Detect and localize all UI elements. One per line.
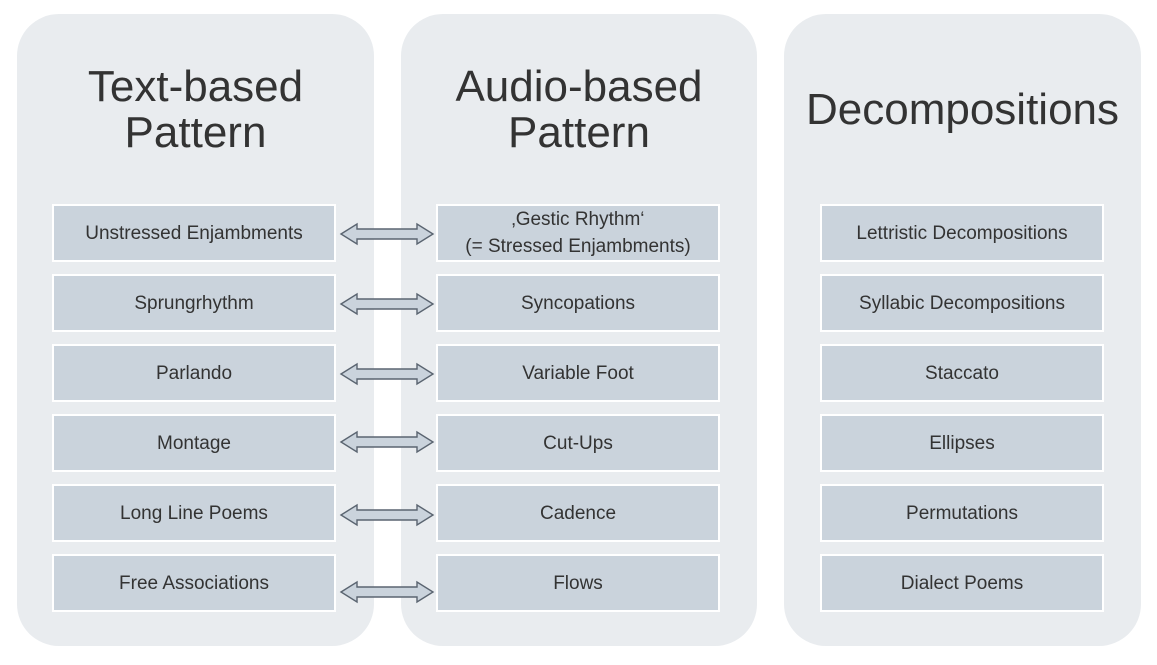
pattern-box-line: Variable Foot	[522, 362, 634, 384]
pattern-box: ‚Gestic Rhythm‘ (= Stressed Enjambments)	[436, 204, 720, 262]
pattern-box: Lettristic Decompositions	[820, 204, 1104, 262]
pattern-box-line: Ellipses	[929, 432, 995, 454]
double-headed-arrow-icon	[339, 222, 435, 246]
pattern-box: Syncopations	[436, 274, 720, 332]
pattern-box-line: Dialect Poems	[900, 572, 1024, 594]
pattern-box: Cut-Ups	[436, 414, 720, 472]
pattern-box-line: Staccato	[925, 362, 999, 384]
double-headed-arrow-icon	[339, 503, 435, 527]
double-headed-arrow-icon	[339, 580, 435, 604]
pattern-box: Unstressed Enjambments	[52, 204, 336, 262]
pattern-box-line: Sprungrhythm	[134, 292, 254, 314]
pattern-box-line: Long Line Poems	[120, 502, 268, 524]
pattern-box-line: Flows	[553, 572, 603, 594]
pattern-box-line: Unstressed Enjambments	[85, 222, 303, 244]
pattern-box: Flows	[436, 554, 720, 612]
pattern-box-line: Cut-Ups	[543, 432, 613, 454]
pattern-box: Staccato	[820, 344, 1104, 402]
column-title: Text-based Pattern	[17, 60, 374, 160]
pattern-box-line: Cadence	[539, 502, 617, 524]
pattern-box: Cadence	[436, 484, 720, 542]
pattern-box-line: Montage	[157, 432, 231, 454]
pattern-box-line: Free Associations	[119, 572, 269, 594]
pattern-box-line: Syncopations	[520, 292, 636, 314]
pattern-box: Dialect Poems	[820, 554, 1104, 612]
column-title: Decompositions	[784, 60, 1141, 160]
pattern-box-line: Parlando	[155, 362, 233, 384]
column-title-line: Pattern	[124, 108, 267, 157]
pattern-box: Montage	[52, 414, 336, 472]
column-title-line: Text-based	[87, 62, 304, 111]
double-headed-arrow-icon	[339, 362, 435, 386]
pattern-box-line: Permutations	[906, 502, 1018, 524]
column-title-line: Audio-based	[455, 62, 703, 111]
pattern-box-line: ‚Gestic Rhythm‘	[511, 209, 645, 230]
pattern-box: Permutations	[820, 484, 1104, 542]
pattern-box-line: (= Stressed Enjambments)	[465, 236, 691, 257]
pattern-box: Sprungrhythm	[52, 274, 336, 332]
double-headed-arrow-icon	[339, 292, 435, 316]
column-title-line: Decompositions	[805, 85, 1120, 134]
pattern-box: Variable Foot	[436, 344, 720, 402]
pattern-box: Ellipses	[820, 414, 1104, 472]
double-headed-arrow-icon	[339, 430, 435, 454]
pattern-box: Free Associations	[52, 554, 336, 612]
pattern-box: Syllabic Decompositions	[820, 274, 1104, 332]
pattern-box-line: Lettristic Decompositions	[856, 222, 1068, 244]
column-title: Audio-based Pattern	[401, 60, 757, 160]
pattern-box-line: Syllabic Decompositions	[859, 292, 1065, 314]
pattern-box: Parlando	[52, 344, 336, 402]
column-title-line: Pattern	[508, 108, 650, 157]
pattern-box: Long Line Poems	[52, 484, 336, 542]
